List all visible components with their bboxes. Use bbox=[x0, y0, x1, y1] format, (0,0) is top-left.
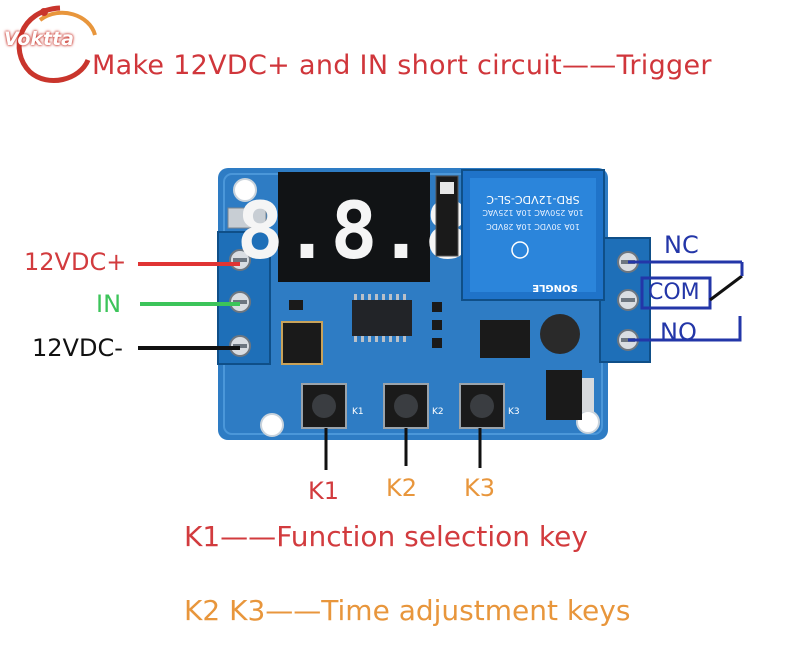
wire-no bbox=[628, 316, 742, 342]
silk-k1: K1 bbox=[352, 407, 364, 417]
label-12vdc-plus: 12VDC+ bbox=[24, 248, 127, 276]
label-in: IN bbox=[96, 290, 122, 318]
silk-k2: K2 bbox=[432, 407, 444, 417]
relay-model: SRD-12VDC-SL-C bbox=[486, 193, 580, 206]
logo-text: Voktta bbox=[4, 28, 74, 50]
svg-text:10A 250VAC 10A 125VAC: 10A 250VAC 10A 125VAC bbox=[482, 208, 584, 217]
jumper-header bbox=[435, 175, 459, 257]
transistor bbox=[546, 370, 582, 420]
mount-hole bbox=[233, 178, 257, 202]
label-no: NO bbox=[660, 318, 697, 346]
microcontroller-chip bbox=[352, 300, 412, 336]
seven-segment-display bbox=[278, 172, 430, 282]
mount-hole bbox=[260, 413, 284, 437]
label-com: COM bbox=[648, 280, 700, 305]
label-k3: K3 bbox=[464, 474, 496, 502]
switch-lever bbox=[709, 274, 743, 302]
optocoupler bbox=[480, 320, 530, 358]
desc-k1-prefix: K1—— bbox=[184, 520, 277, 553]
desc-k23: K2 K3——Time adjustment keys bbox=[184, 594, 630, 627]
key-k3-button bbox=[459, 383, 505, 429]
svg-text:10A 30VDC 10A 28VDC: 10A 30VDC 10A 28VDC bbox=[486, 222, 580, 231]
brand-logo: Voktta bbox=[0, 0, 130, 90]
key-k1-button bbox=[301, 383, 347, 429]
desc-k1-text: Function selection key bbox=[276, 520, 588, 553]
display-digits: 8.8.8 bbox=[237, 187, 472, 277]
crystal-component bbox=[281, 321, 323, 365]
desc-k1: K1——Function selection key bbox=[184, 520, 588, 553]
label-k2: K2 bbox=[386, 474, 418, 502]
relay-brand: SONGLE bbox=[532, 282, 578, 293]
label-nc: NC bbox=[664, 231, 699, 259]
desc-k23-text: Time adjustment keys bbox=[321, 594, 631, 627]
label-12vdc-minus: 12VDC- bbox=[32, 334, 123, 362]
silk-k3: K3 bbox=[508, 407, 520, 417]
logo-swirl-icon bbox=[16, 5, 97, 83]
desc-k23-prefix: K2 K3—— bbox=[184, 594, 322, 627]
label-k1: K1 bbox=[308, 477, 340, 505]
key-k2-button bbox=[383, 383, 429, 429]
com-box bbox=[640, 276, 712, 310]
page-title: Make 12VDC+ and IN short circuit——Trigge… bbox=[92, 50, 712, 81]
capacitor bbox=[540, 314, 580, 354]
